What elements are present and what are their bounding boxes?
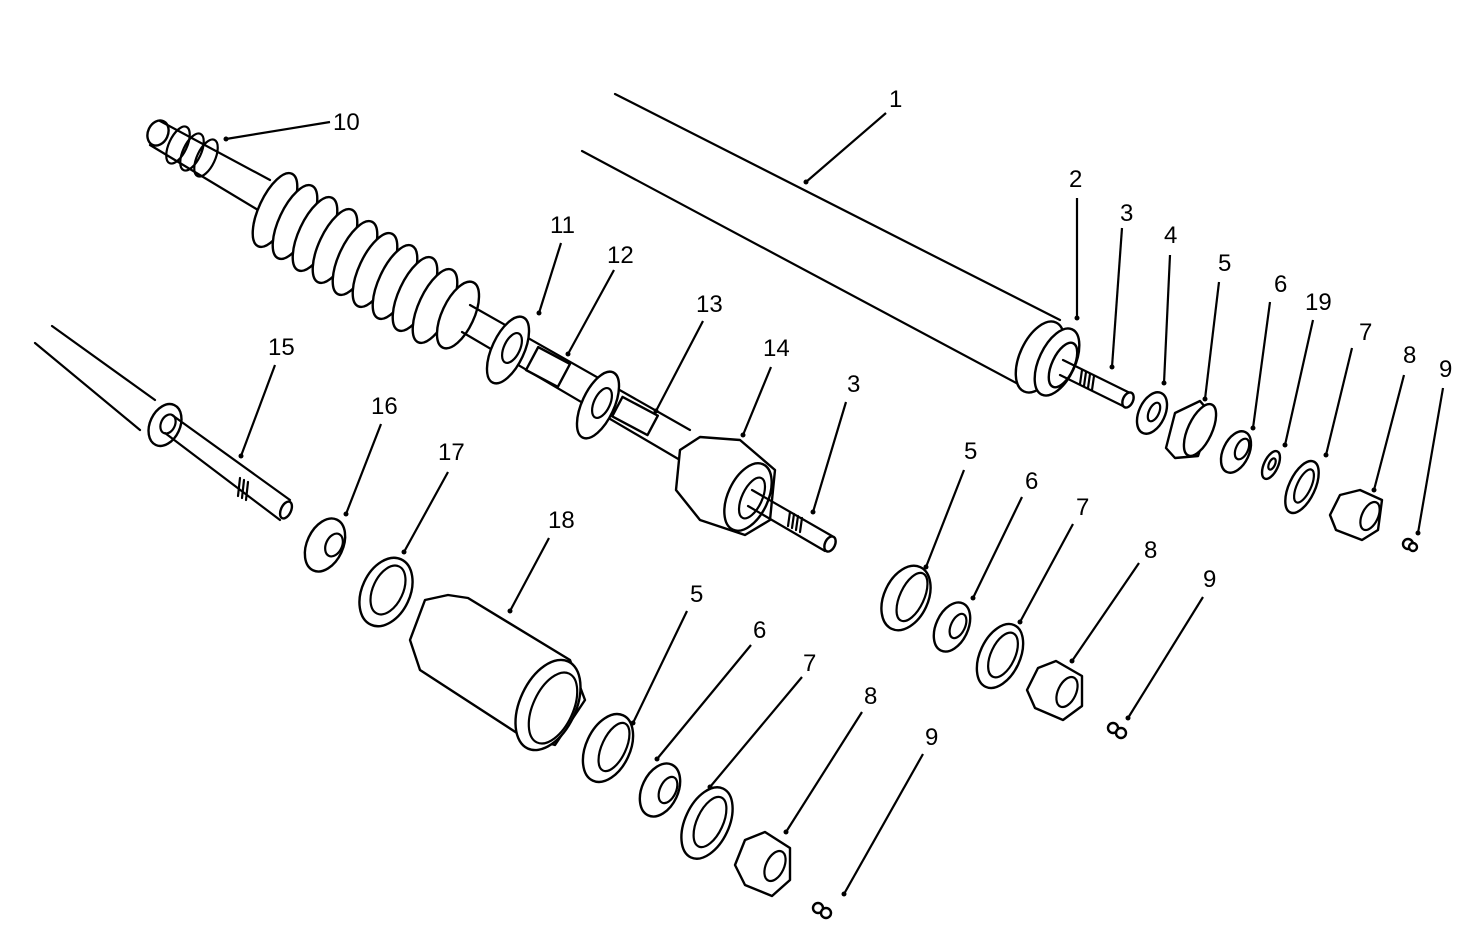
callout-7: 7	[1076, 494, 1089, 521]
callout-18: 18	[548, 507, 575, 534]
callout-1: 1	[889, 86, 902, 113]
leader-lines	[223, 112, 1445, 897]
callout-3: 3	[847, 371, 860, 398]
callout-5: 5	[1218, 250, 1231, 277]
callout-7: 7	[1359, 319, 1372, 346]
callout-labels: 1 2 3 4 5 6 19 7 8 9 10 11 12 13 14 3 15…	[268, 86, 1452, 751]
callout-6: 6	[1274, 271, 1287, 298]
callout-19: 19	[1305, 289, 1332, 316]
callout-8: 8	[1144, 537, 1157, 564]
callout-9: 9	[925, 724, 938, 751]
callout-6: 6	[1025, 468, 1038, 495]
lower-left-bearing-set	[303, 517, 414, 628]
callout-16: 16	[371, 393, 398, 420]
middle-hardware-row	[880, 564, 1128, 740]
long-roller-tube	[580, 92, 1135, 409]
callout-15: 15	[268, 334, 295, 361]
callout-7: 7	[803, 650, 816, 677]
callout-10: 10	[333, 109, 360, 136]
lower-roller-shaft	[33, 324, 294, 522]
roller-hub-housing	[408, 593, 587, 752]
upper-hardware-row	[1135, 391, 1419, 553]
callout-13: 13	[696, 291, 723, 318]
callout-8: 8	[1403, 342, 1416, 369]
callout-9: 9	[1203, 566, 1216, 593]
callout-9: 9	[1439, 356, 1452, 383]
callout-3: 3	[1120, 200, 1133, 227]
callout-4: 4	[1164, 222, 1177, 249]
callout-2: 2	[1069, 166, 1082, 193]
callout-5: 5	[964, 438, 977, 465]
lower-hardware-row	[581, 712, 833, 920]
callout-11: 11	[550, 212, 575, 239]
callout-14: 14	[763, 335, 790, 362]
callout-17: 17	[438, 439, 465, 466]
callout-5: 5	[690, 581, 703, 608]
callout-6: 6	[753, 617, 766, 644]
callout-12: 12	[607, 242, 634, 269]
callout-8: 8	[864, 683, 877, 710]
spring-shaft-assembly	[146, 119, 837, 553]
